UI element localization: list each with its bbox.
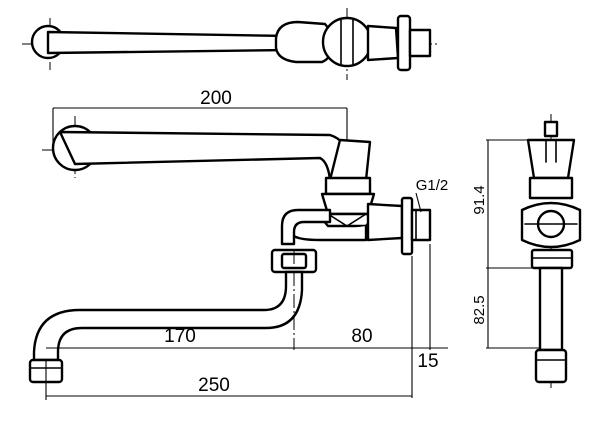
top-body-grip	[340, 19, 354, 65]
side-spout-outlet	[534, 348, 568, 384]
dim-80-label: 80	[351, 326, 372, 347]
valve-body-facet	[327, 213, 367, 227]
top-view	[22, 8, 440, 80]
side-lever-stem	[543, 120, 559, 138]
thread-connector	[410, 208, 432, 242]
valve-cap	[324, 176, 372, 196]
side-lever-grip	[545, 139, 557, 163]
elbow-lower	[292, 224, 368, 242]
side-swivel-nut	[530, 248, 574, 270]
dim-200-label: 200	[200, 88, 232, 109]
dim-82-5-label: 82.5	[471, 295, 488, 324]
dim-91-4-label: 91.4	[471, 185, 488, 214]
dim-250-label: 250	[198, 375, 230, 396]
dim-15-label: 15	[417, 351, 438, 372]
thread-leader	[415, 192, 422, 213]
wall-neck	[366, 202, 404, 242]
front-view: 200 G1/2 170 80	[28, 88, 449, 400]
side-valve-cap	[528, 176, 574, 200]
top-body-neck	[366, 24, 400, 62]
top-wall-flange	[396, 14, 412, 72]
side-spout-pipe	[538, 266, 564, 352]
side-lever-hub	[526, 138, 576, 180]
top-thread-connector	[408, 28, 432, 58]
top-lever-arm	[46, 30, 292, 55]
wall-flange	[400, 196, 414, 256]
dim-170-label: 170	[164, 326, 196, 347]
thread-spec-label: G1/2	[416, 177, 449, 194]
top-body-disc	[321, 16, 373, 68]
lever-arm	[58, 130, 352, 182]
side-view: 91.4 82.5	[471, 114, 582, 388]
